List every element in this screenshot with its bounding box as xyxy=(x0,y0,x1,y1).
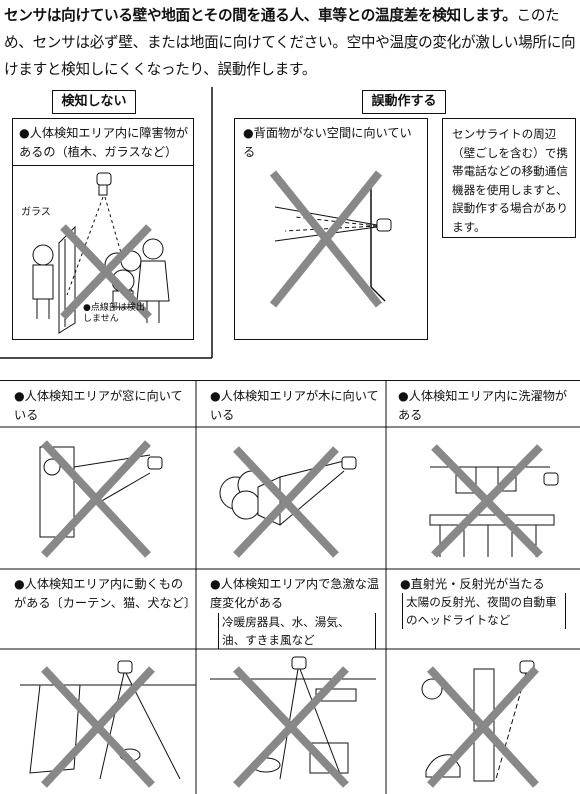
illustration-obstacles xyxy=(32,172,170,334)
illustration-temperature xyxy=(210,656,376,788)
illustration-moving xyxy=(20,660,196,788)
illustration-sunlight xyxy=(421,660,539,788)
card-obstacles-caption: ●人体検知エリア内に障害物があるの（植木、ガラスなど） xyxy=(19,126,189,159)
divider xyxy=(13,165,193,166)
intro-rest: このため、センサは必ず壁、または地面に向けてください。空中や温度の変化が激しい場… xyxy=(4,7,576,78)
card-obstacles: ●人体検知エリア内に障害物があるの（植木、ガラスなど） xyxy=(12,118,194,340)
illustration-window xyxy=(39,440,163,558)
grid-caption-tree: ●人体検知エリアが木に向いている xyxy=(210,389,379,422)
note-text: センサライトの周辺（壁ごしを含む）で携帯電話などの移動通信機器を使用しますと、誤… xyxy=(452,127,568,234)
tag-no-detect: 検知しない xyxy=(52,90,136,114)
grid-caption-laundry: ●人体検知エリア内に洗濯物がある xyxy=(398,389,568,422)
grid-caption-temperature: ●人体検知エリア内で急激な温度変化がある xyxy=(210,577,380,610)
tag-malfunction: 誤動作する xyxy=(362,90,446,114)
sensor-icon xyxy=(96,172,112,196)
grid-caption-moving: ●人体検知エリア内に動くものがある〔カーテン、猫、犬など〕 xyxy=(14,577,197,610)
label-dotted: ●点線部は検出しません xyxy=(83,303,145,324)
card-open-space-caption: ●背面物がない空間に向いている xyxy=(243,126,412,159)
intro-paragraph: センサは向けている壁や地面とその間を通る人、車等との温度差を検知します。このため… xyxy=(4,2,578,83)
note-box: センサライトの周辺（壁ごしを含む）で携帯電話などの移動通信機器を使用しますと、誤… xyxy=(442,118,576,238)
grid-sub-sunlight: 太陽の反射光、夜間の自動車のヘッドライトなど xyxy=(402,593,566,629)
grid-sub-temperature: 冷暖房器具、水、湯気、油、すきま風など xyxy=(218,613,376,649)
illustration-tree xyxy=(219,446,357,558)
person-right-icon xyxy=(136,238,170,323)
grid-lines xyxy=(0,381,580,794)
label-glass: ガラス xyxy=(21,207,51,218)
illustration-open-space xyxy=(269,170,392,308)
grid: ●人体検知エリアが窓に向いている ●人体検知エリアが木に向いている ●人体検知エ… xyxy=(0,380,580,794)
intro-bold: センサは向けている壁や地面とその間を通る人、車等との温度差を検知します。 xyxy=(4,7,517,24)
illustration-laundry xyxy=(429,444,559,558)
card-open-space: ●背面物がない空間に向いている xyxy=(234,118,428,340)
person-left-icon xyxy=(32,244,54,319)
grid-caption-window: ●人体検知エリアが窓に向いている xyxy=(14,389,183,422)
grid-caption-sunlight: ●直射光・反射光が当たる xyxy=(400,577,545,591)
